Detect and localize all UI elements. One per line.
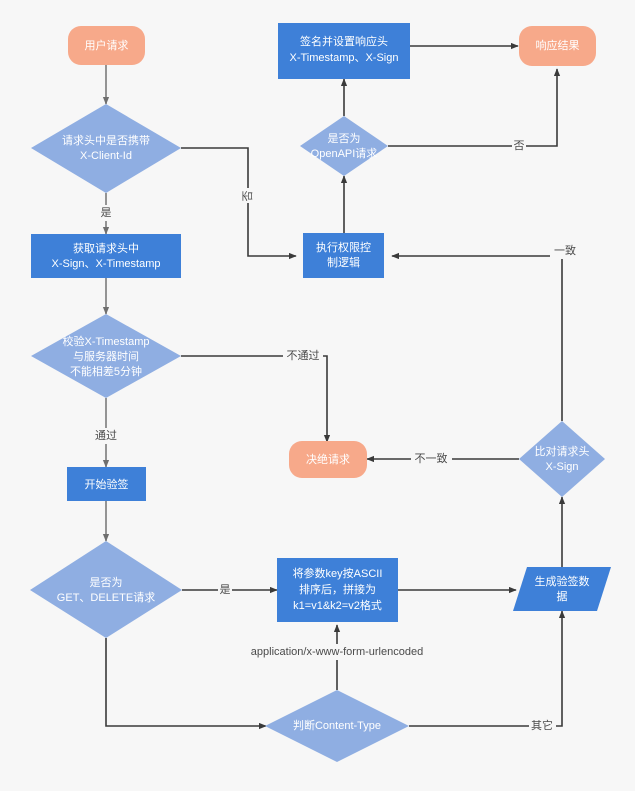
- edge-label-bg-content-type-other: [529, 718, 556, 734]
- edge-label-bg-timestamp-fail: [283, 348, 323, 364]
- node-compare-sign-shape[interactable]: [519, 421, 605, 497]
- edge-label-timestamp-fail: 不通过: [287, 349, 320, 362]
- node-user-request-shape[interactable]: [68, 26, 145, 65]
- edge-label-bg-client-id-no: [241, 188, 255, 203]
- edge-content-type-other: [409, 610, 566, 727]
- edge-label-sign-match: 一致: [554, 243, 576, 257]
- edge-label-sign-mismatch: 不一致: [415, 451, 448, 465]
- node-permission-control-shape[interactable]: [303, 233, 384, 278]
- edge-timestamp-fail: [181, 355, 331, 443]
- node-start-verify-sign[interactable]: 开始验签: [67, 467, 146, 501]
- node-get-headers[interactable]: 获取请求头中 X-Sign、X-Timestamp: [31, 234, 181, 278]
- edge-label-bg-timestamp-pass: [93, 428, 119, 444]
- edge-label-client-id-yes: 是: [101, 206, 112, 219]
- node-sign-response-shape[interactable]: [278, 23, 410, 79]
- edge-label-content-type-other: 其它: [531, 718, 553, 732]
- node-reject-request[interactable]: 决绝请求: [289, 441, 367, 478]
- node-verify-timestamp-shape[interactable]: [31, 314, 181, 398]
- node-client-id-check-shape[interactable]: [31, 104, 181, 193]
- edge-labels-layer: 是 否 通过 不通过 是 application/x-www-form-urle…: [93, 138, 577, 734]
- edge-label-bg-openapi-no: [512, 138, 526, 154]
- edge-label-openapi-no: 否: [514, 140, 525, 152]
- node-generate-sign-data-shape[interactable]: [513, 567, 611, 611]
- node-concat-params[interactable]: 将参数key按ASCII 排序后，拼接为 k1=v1&k2=v2格式: [277, 558, 398, 622]
- edge-method-no-to-content-type: [105, 638, 267, 730]
- node-reject-request-shape[interactable]: [289, 441, 367, 478]
- edge-label-client-id-no: 否: [242, 191, 254, 202]
- edge-label-bg-content-type-form: [232, 644, 443, 660]
- edge-label-bg-sign-mismatch: [411, 451, 452, 467]
- node-get-headers-shape[interactable]: [31, 234, 181, 278]
- node-response-result[interactable]: 响应结果: [519, 26, 596, 66]
- node-generate-sign-data[interactable]: 生成验签数 据: [513, 567, 611, 611]
- edge-label-timestamp-pass: 通过: [95, 429, 117, 442]
- node-permission-control[interactable]: 执行权限控 制逻辑: [303, 233, 384, 278]
- edge-label-method-yes: 是: [220, 583, 231, 596]
- edge-label-bg-client-id-yes: [100, 205, 113, 221]
- node-concat-params-shape[interactable]: [277, 558, 398, 622]
- edge-label-bg-method-yes: [218, 582, 232, 598]
- node-content-type-check-shape[interactable]: [265, 690, 409, 762]
- node-openapi-check-shape[interactable]: [300, 116, 388, 176]
- node-start-verify-sign-shape[interactable]: [67, 467, 146, 501]
- node-method-check-shape[interactable]: [30, 541, 182, 638]
- node-response-result-shape[interactable]: [519, 26, 596, 66]
- edge-openapi-no: [388, 68, 561, 147]
- node-user-request[interactable]: 用户请求: [68, 26, 145, 65]
- edge-label-content-type-form: application/x-www-form-urlencoded: [251, 646, 423, 658]
- edge-label-bg-sign-match: [550, 243, 577, 259]
- node-sign-response[interactable]: 签名并设置响应头 X-Timestamp、X-Sign: [278, 23, 410, 79]
